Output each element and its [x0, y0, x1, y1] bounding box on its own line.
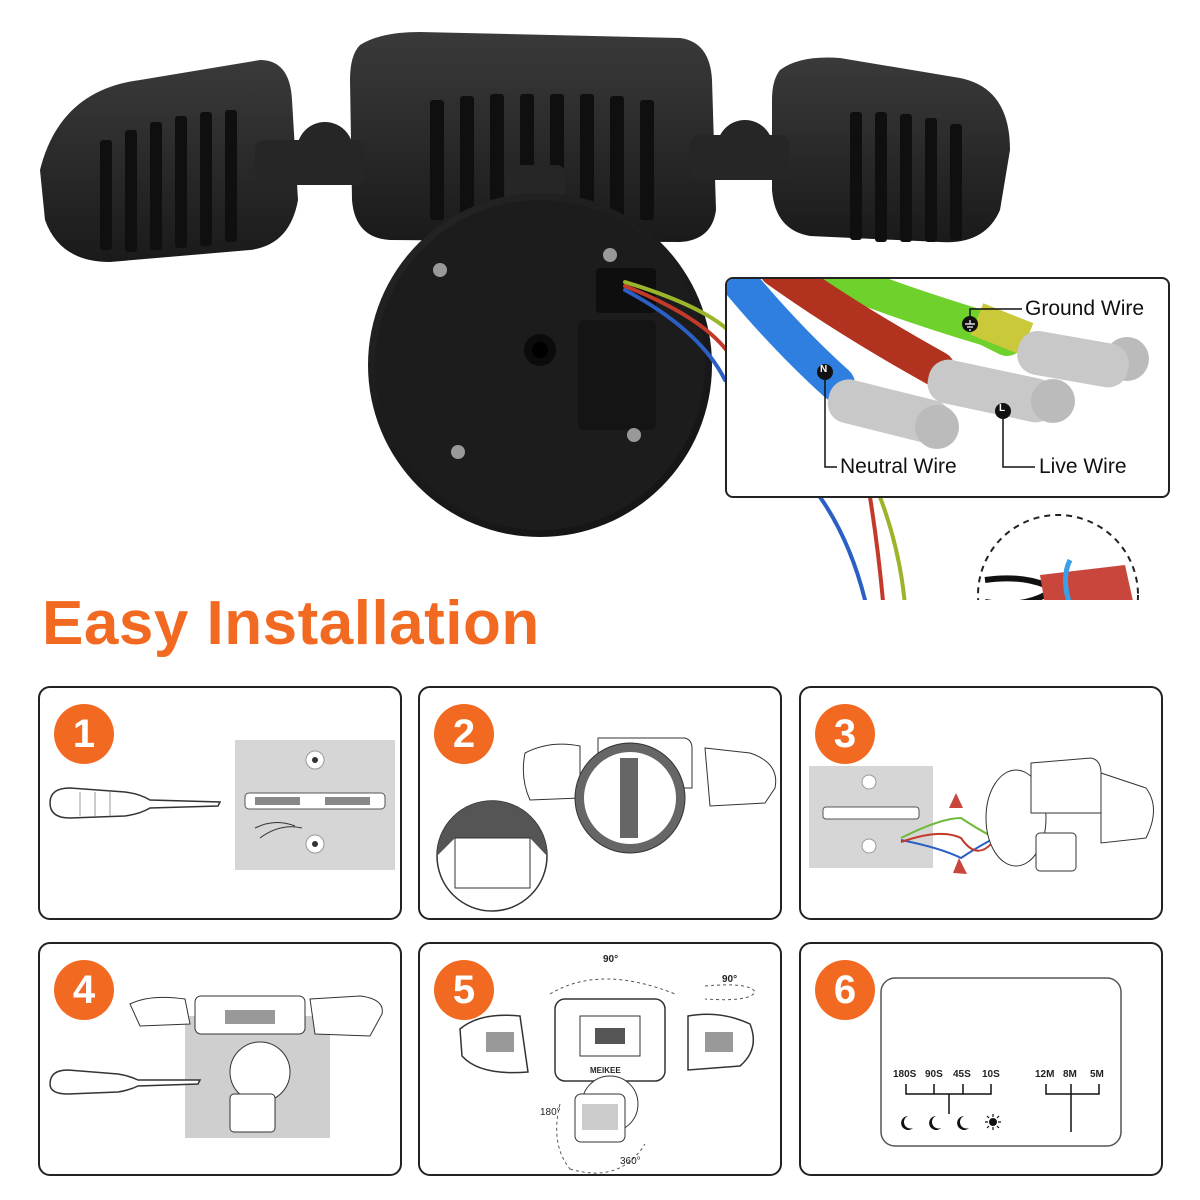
- ground-wire-label: Ground Wire: [1025, 297, 1145, 320]
- neutral-wire-label: Neutral Wire: [840, 455, 957, 478]
- step-1-drawing: [49, 740, 395, 870]
- base-wires: [623, 280, 732, 382]
- left-lamp-head: [40, 60, 298, 262]
- step-5-drawing: [459, 978, 756, 1174]
- step-number-badge: 1: [54, 704, 114, 764]
- hanging-wires: [818, 495, 907, 600]
- step-3-drawing: [809, 757, 1154, 874]
- step-panel-2: 2: [418, 686, 782, 920]
- distance-label-8m: 8M: [1063, 1069, 1077, 1080]
- live-symbol: L: [999, 403, 1006, 414]
- step-panel-4: 4: [38, 942, 402, 1176]
- time-label-180s: 180S: [893, 1069, 917, 1080]
- step-panel-6: 6 180S 90S 45S 10S 12M 8M 5M: [799, 942, 1163, 1176]
- wire-detail-drawing: [727, 279, 1149, 468]
- step-number-badge: 3: [815, 704, 875, 764]
- time-label-90s: 90S: [925, 1069, 943, 1080]
- wire-nut-illustration: [977, 514, 1139, 600]
- step-number-badge: 6: [815, 960, 875, 1020]
- distance-label-5m: 5M: [1090, 1069, 1104, 1080]
- brand-label: MEIKEE: [590, 1066, 621, 1075]
- step-2-drawing: [436, 737, 777, 912]
- step-panel-3: 3: [799, 686, 1163, 920]
- right-lamp-head: [772, 57, 1010, 243]
- wire-detail-inset: N L Ground Wire Neutral Wire Live Wire: [725, 277, 1170, 498]
- angle-right-label: 90°: [722, 974, 738, 985]
- neutral-symbol: N: [820, 364, 828, 375]
- time-label-45s: 45S: [953, 1069, 971, 1080]
- angle-left-label: 180°: [540, 1107, 561, 1118]
- step-number-badge: 2: [434, 704, 494, 764]
- fixture-illustration: [40, 32, 1139, 600]
- mounting-base: [368, 193, 712, 537]
- step-6-drawing: [880, 977, 1122, 1147]
- step-panel-1: 1: [38, 686, 402, 920]
- page-title: Easy Installation: [42, 589, 540, 658]
- step-number-badge: 5: [434, 960, 494, 1020]
- live-wire-label: Live Wire: [1039, 455, 1127, 478]
- step-number-badge: 4: [54, 960, 114, 1020]
- angle-top-label: 90°: [603, 954, 619, 965]
- step-panel-5: 5 90° 90° 180° 360° MEIKEE: [418, 942, 782, 1176]
- angle-bottom-label: 360°: [620, 1156, 641, 1167]
- center-lamp-head: [350, 32, 716, 242]
- step-4-drawing: [49, 995, 383, 1138]
- time-label-10s: 10S: [982, 1069, 1000, 1080]
- distance-label-12m: 12M: [1035, 1069, 1055, 1080]
